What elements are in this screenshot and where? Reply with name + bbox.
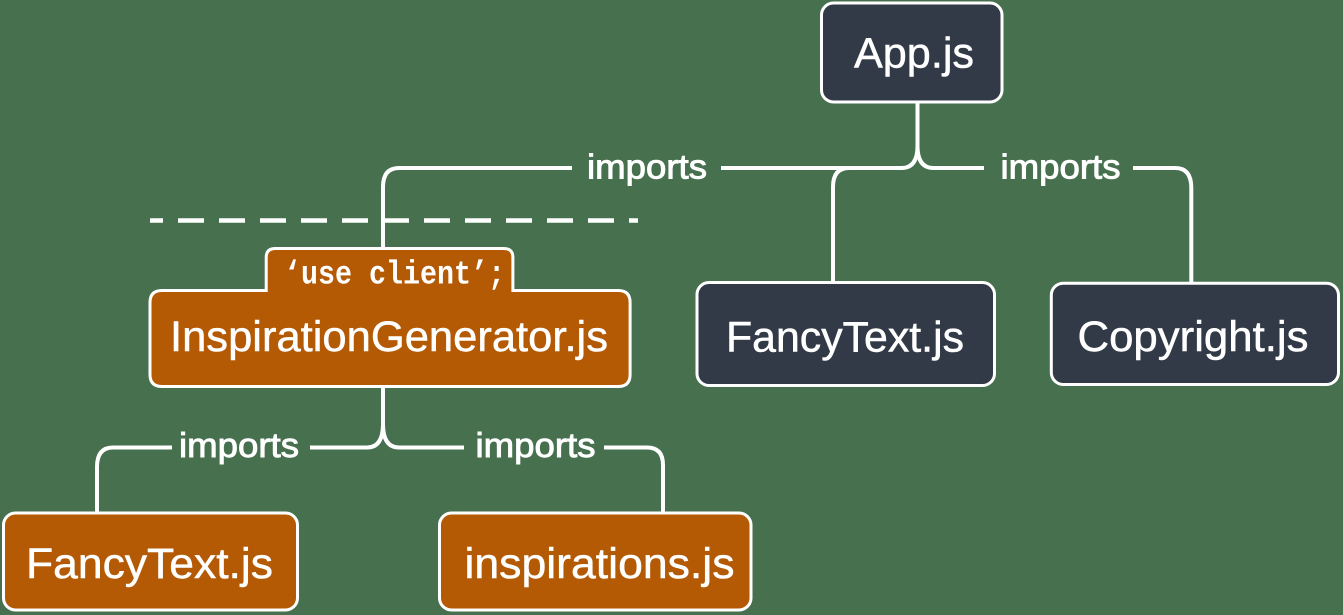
svg-text:imports: imports (587, 149, 707, 187)
svg-text:inspirations.js: inspirations.js (465, 541, 735, 588)
svg-text:imports: imports (179, 427, 299, 465)
svg-text:imports: imports (476, 427, 596, 465)
svg-text:InspirationGenerator.js: InspirationGenerator.js (170, 314, 608, 361)
svg-text:Copyright.js: Copyright.js (1078, 314, 1309, 361)
svg-text:imports: imports (1001, 149, 1121, 187)
svg-text:‘use client’;: ‘use client’; (284, 257, 505, 294)
svg-text:FancyText.js: FancyText.js (26, 541, 273, 588)
svg-text:FancyText.js: FancyText.js (726, 315, 964, 362)
svg-text:App.js: App.js (854, 30, 974, 77)
